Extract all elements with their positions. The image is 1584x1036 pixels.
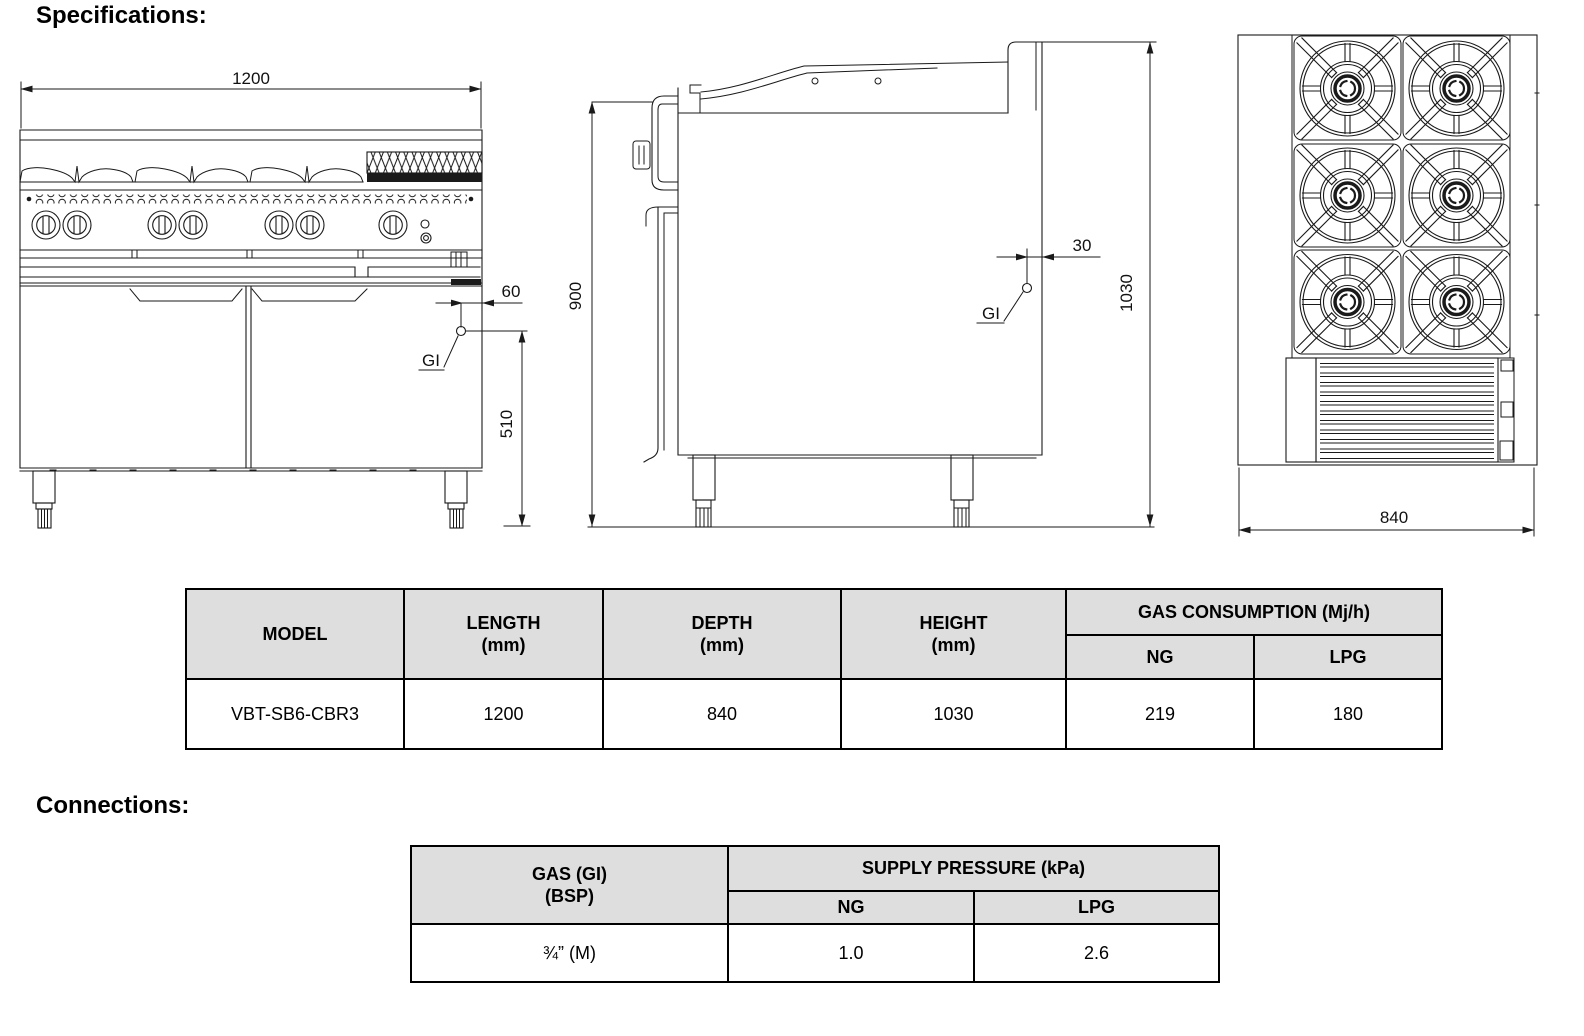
spec-header-depth-label: DEPTH bbox=[691, 612, 753, 633]
side-gas-offset-dimension: 30 bbox=[1073, 236, 1092, 255]
side-view-drawing: 900 30 bbox=[566, 41, 1157, 528]
front-gas-height-dimension: 510 bbox=[497, 410, 516, 438]
side-gas-inlet-label: GI bbox=[982, 304, 1000, 323]
conn-header-supply-pressure: SUPPLY PRESSURE (kPa) bbox=[727, 845, 1220, 892]
pilot-indicator bbox=[420, 219, 430, 229]
spec-header-depth: DEPTH (mm) bbox=[602, 588, 842, 680]
technical-drawings: 1200 bbox=[19, 34, 1540, 537]
spec-header-height-label: HEIGHT bbox=[919, 612, 988, 633]
side-overall-height-dimension: 1030 bbox=[1117, 274, 1136, 312]
char-broiler-grate bbox=[367, 152, 482, 173]
connections-heading: Connections: bbox=[36, 792, 190, 819]
spec-header-ng: NG bbox=[1065, 634, 1255, 680]
spec-header-depth-unit: (mm) bbox=[700, 635, 744, 655]
specifications-table: MODEL LENGTH (mm) DEPTH (mm) HEIGHT (mm)… bbox=[185, 588, 1443, 750]
spec-cell-depth: 840 bbox=[602, 678, 842, 750]
conn-cell-ng: 1.0 bbox=[727, 923, 975, 983]
burner-knob bbox=[62, 210, 92, 240]
conn-cell-lpg: 2.6 bbox=[973, 923, 1220, 983]
conn-cell-size: ¾” (M) bbox=[410, 923, 729, 983]
spec-cell-model: VBT-SB6-CBR3 bbox=[185, 678, 405, 750]
front-legs bbox=[32, 470, 468, 529]
conn-header-ng: NG bbox=[727, 890, 975, 925]
conn-header-lpg: LPG bbox=[973, 890, 1220, 925]
side-legs bbox=[692, 454, 974, 528]
burner-knob bbox=[147, 210, 177, 240]
char-broiler-top bbox=[1285, 357, 1515, 463]
gas-burner bbox=[1295, 143, 1400, 248]
burner-knob bbox=[31, 210, 61, 240]
front-view-drawing: 1200 bbox=[19, 69, 531, 529]
burner-knob bbox=[378, 210, 408, 240]
spec-cell-ng: 219 bbox=[1065, 678, 1255, 750]
conn-header-gas-label: GAS (GI) bbox=[532, 863, 607, 884]
spec-header-length-unit: (mm) bbox=[481, 635, 526, 655]
conn-header-gas-thread: (BSP) bbox=[545, 886, 594, 906]
gas-burner bbox=[1295, 36, 1400, 141]
spec-header-length: LENGTH (mm) bbox=[403, 588, 604, 680]
spec-header-height-unit: (mm) bbox=[931, 635, 976, 655]
side-gas-inlet-point bbox=[1021, 282, 1033, 294]
spec-header-model: MODEL bbox=[185, 588, 405, 680]
spec-header-lpg: LPG bbox=[1253, 634, 1443, 680]
conn-table-row: ¾” (M) 1.0 2.6 bbox=[410, 923, 1220, 983]
spec-cell-height: 1030 bbox=[840, 678, 1067, 750]
front-gas-inlet-label: GI bbox=[422, 351, 440, 370]
side-worktop-height-dimension: 900 bbox=[566, 282, 585, 310]
connections-table: GAS (GI) (BSP) SUPPLY PRESSURE (kPa) NG … bbox=[410, 845, 1220, 983]
spec-header-length-label: LENGTH bbox=[466, 612, 541, 633]
front-gas-offset-dimension: 60 bbox=[502, 282, 521, 301]
conn-header-gas: GAS (GI) (BSP) bbox=[410, 845, 729, 925]
front-gas-inlet-point bbox=[455, 325, 467, 337]
gas-burner bbox=[1295, 249, 1400, 355]
gas-burner bbox=[1404, 249, 1509, 355]
burner-knob bbox=[295, 210, 325, 240]
burner-knob bbox=[178, 210, 208, 240]
gas-burner bbox=[1404, 36, 1509, 141]
gas-burner bbox=[1404, 143, 1509, 248]
spec-cell-length: 1200 bbox=[403, 678, 604, 750]
top-depth-dimension: 840 bbox=[1380, 508, 1408, 527]
spec-header-gas-consumption: GAS CONSUMPTION (Mj/h) bbox=[1065, 588, 1443, 636]
specifications-heading: Specifications: bbox=[36, 2, 207, 29]
spec-cell-lpg: 180 bbox=[1253, 678, 1443, 750]
spec-header-height: HEIGHT (mm) bbox=[840, 588, 1067, 680]
burner-knob bbox=[264, 210, 294, 240]
front-width-dimension: 1200 bbox=[232, 69, 270, 88]
top-view-drawing: 840 bbox=[1237, 34, 1540, 537]
spec-table-row: VBT-SB6-CBR3 1200 840 1030 219 180 bbox=[185, 678, 1443, 750]
vent-hole-row bbox=[35, 194, 467, 204]
